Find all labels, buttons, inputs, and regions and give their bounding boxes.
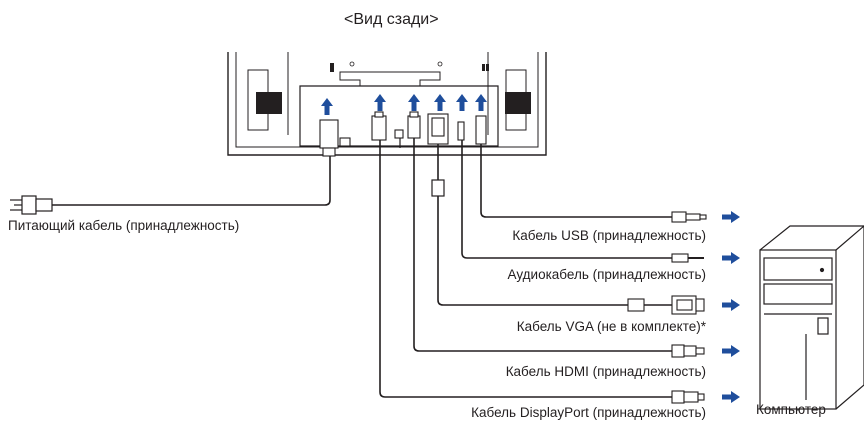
hdmi-port-arrow [408,94,420,111]
connector-plugs [319,111,487,157]
cables [52,138,672,398]
vga-plug-icon [627,295,705,315]
audio-port-arrow [456,94,468,111]
page-title: <Вид сзади> [344,11,439,28]
computer-label: Компьютер [756,402,826,417]
usb-cable-line [480,144,672,218]
vga-port-arrow [434,94,446,111]
cable-end-connectors [627,211,707,404]
vga-arrow [722,299,740,311]
audio-plug-icon [671,253,704,263]
port-arrows [321,94,487,115]
displayport-plug-icon [671,390,705,404]
hdmi-plug-icon [671,344,705,358]
displayport-arrow [722,391,740,403]
vga-cable-lower [437,196,628,306]
power-plug-icon [10,195,53,215]
usb-plug-icon [671,211,707,223]
usb-cable-label: Кабель USB (принадлежность) [512,228,706,243]
power-cable-line [52,156,331,206]
power-port-arrow [321,98,333,115]
vga-cable-label: Кабель VGA (не в комплекте)* [516,319,706,334]
displayport-cable-label: Кабель DisplayPort (принадлежность) [471,405,706,420]
displayport-cable-line [379,140,672,398]
audio-cable-label: Аудиокабель (принадлежность) [507,267,706,282]
computer-tower-icon [759,225,864,410]
usb-arrow [722,211,740,223]
hdmi-cable-label: Кабель HDMI (принадлежность) [505,364,706,379]
displayport-port-arrow [374,94,386,111]
power-cable-label: Питающий кабель (принадлежность) [8,218,240,233]
hdmi-arrow [722,345,740,357]
hdmi-cable-line [413,138,672,352]
computer-arrows [722,211,740,403]
audio-cable-line [461,140,672,259]
monitor-rear [227,52,547,156]
audio-arrow [722,252,740,264]
usb-port-arrow [475,94,487,111]
